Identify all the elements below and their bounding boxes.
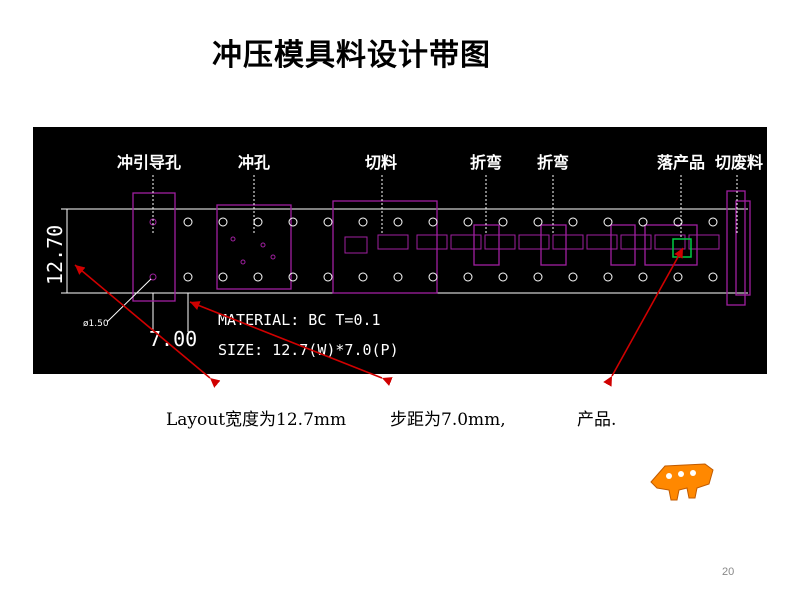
product-part-icon [650, 463, 714, 501]
product-highlight [672, 238, 692, 258]
station-label-pilot-hole: 冲引导孔 [117, 153, 182, 172]
material-spec: MATERIAL: BC T=0.1 [218, 311, 381, 329]
slide-title: 冲压模具料设计带图 [212, 38, 491, 73]
width-dimension: 12.70 [43, 224, 67, 285]
station-label-bend-2: 折弯 [537, 153, 570, 172]
caption-product: 产品. [577, 410, 617, 430]
pitch-dimension: 7.00 [149, 327, 198, 351]
pilot-holes [183, 217, 718, 282]
caption-width: Layout宽度为12.7mm [166, 410, 347, 430]
punch-marks [149, 218, 276, 281]
station-label-bend-1: 折弯 [470, 153, 503, 172]
page-number: 20 [722, 566, 735, 578]
station-label-scrap-cut: 切废料 [715, 153, 764, 172]
caption-pitch: 步距为7.0mm, [390, 410, 506, 430]
strip-layout-drawing: 冲引导孔 冲孔 切料 折弯 折弯 落产品 切废料 12.70 7.00 ø1.5… [33, 127, 767, 374]
hole-diameter-note: ø1.50 [83, 319, 109, 329]
cut-outlines [344, 234, 720, 254]
station-windows [132, 190, 751, 306]
station-label-blank-product: 落产品 [657, 153, 706, 172]
size-spec: SIZE: 12.7(W)*7.0(P) [218, 341, 399, 359]
leader-lines [152, 175, 738, 239]
station-label-cut: 切料 [365, 153, 398, 172]
station-label-punch: 冲孔 [238, 153, 271, 172]
